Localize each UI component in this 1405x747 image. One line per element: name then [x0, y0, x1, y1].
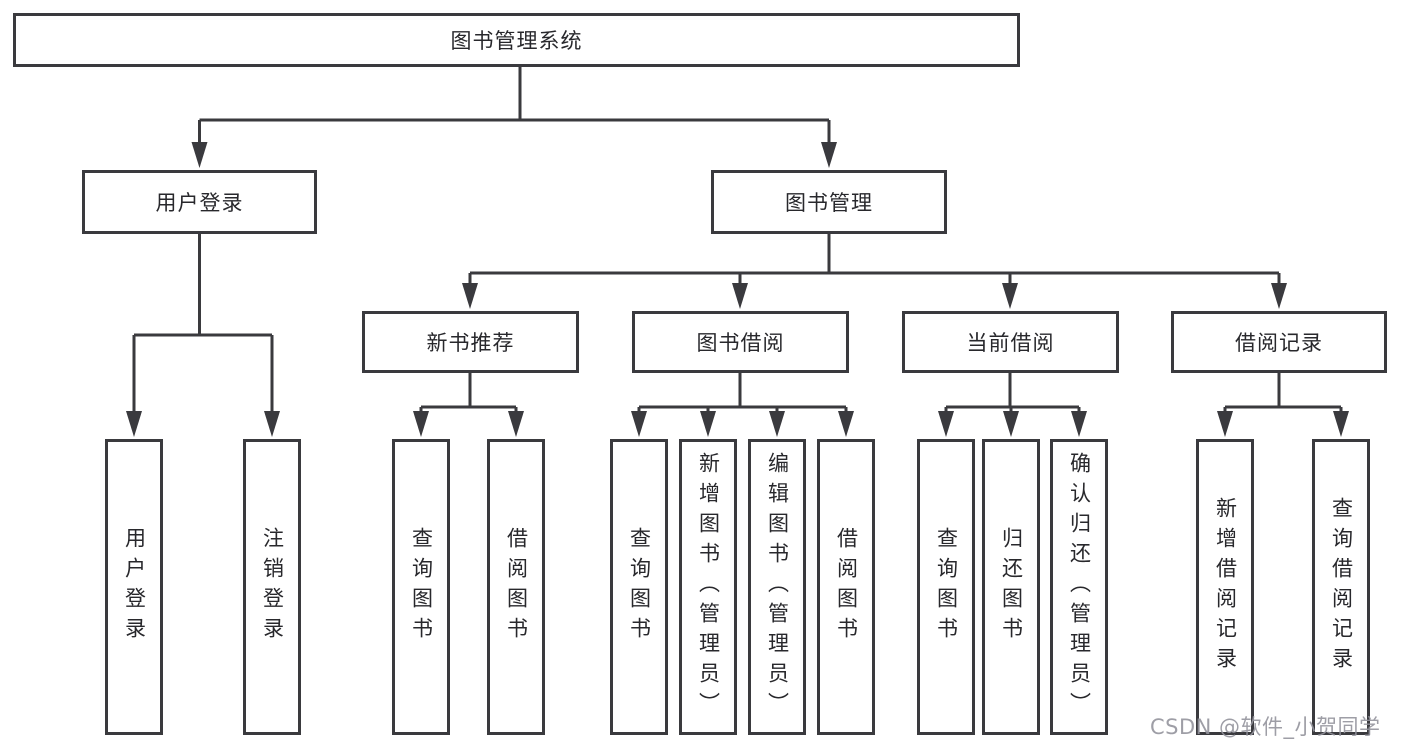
- leaf-confirm-return-admin: 确认归还（管理员）: [1050, 439, 1108, 735]
- arrowhead-icon: [1002, 283, 1018, 309]
- arrowhead-icon: [462, 283, 478, 309]
- leaf-return-books: 归还图书: [982, 439, 1040, 735]
- arrowhead-icon: [1071, 411, 1087, 437]
- arrowhead-icon: [938, 411, 954, 437]
- node-new-book-recommendation: 新书推荐: [362, 311, 579, 373]
- watermark-text: CSDN @软件_小贺同学: [1150, 715, 1381, 739]
- leaf-query-books-current: 查询图书: [917, 439, 975, 735]
- leaf-user-login: 用户登录: [105, 439, 163, 735]
- arrowhead-icon: [700, 411, 716, 437]
- arrowhead-icon: [1333, 411, 1349, 437]
- arrowhead-icon: [413, 411, 429, 437]
- arrowhead-icon: [126, 411, 142, 437]
- arrowhead-icon: [732, 283, 748, 309]
- leaf-borrow-books: 借阅图书: [817, 439, 875, 735]
- node-root-system: 图书管理系统: [13, 13, 1020, 67]
- leaf-edit-books-admin: 编辑图书（管理员）: [748, 439, 806, 735]
- arrowhead-icon: [1003, 411, 1019, 437]
- leaf-add-borrow-record: 新增借阅记录: [1196, 439, 1254, 735]
- leaf-query-books-recommend: 查询图书: [392, 439, 450, 735]
- leaf-query-borrow-record: 查询借阅记录: [1312, 439, 1370, 735]
- leaf-logout: 注销登录: [243, 439, 301, 735]
- leaf-query-books: 查询图书: [610, 439, 668, 735]
- arrowhead-icon: [191, 142, 208, 168]
- arrowhead-icon: [769, 411, 785, 437]
- arrowhead-icon: [821, 142, 837, 168]
- node-book-borrowing: 图书借阅: [632, 311, 849, 373]
- leaf-add-books-admin: 新增图书（管理员）: [679, 439, 737, 735]
- arrowhead-icon: [631, 411, 647, 437]
- arrowhead-icon: [264, 411, 280, 437]
- leaf-borrow-books-recommend: 借阅图书: [487, 439, 545, 735]
- arrowhead-icon: [838, 411, 854, 437]
- node-current-borrowing: 当前借阅: [902, 311, 1119, 373]
- arrowhead-icon: [508, 411, 524, 437]
- node-borrowing-records: 借阅记录: [1171, 311, 1387, 373]
- node-user-login: 用户登录: [82, 170, 317, 234]
- arrowhead-icon: [1217, 411, 1233, 437]
- arrowhead-icon: [1271, 283, 1287, 309]
- node-book-management: 图书管理: [711, 170, 947, 234]
